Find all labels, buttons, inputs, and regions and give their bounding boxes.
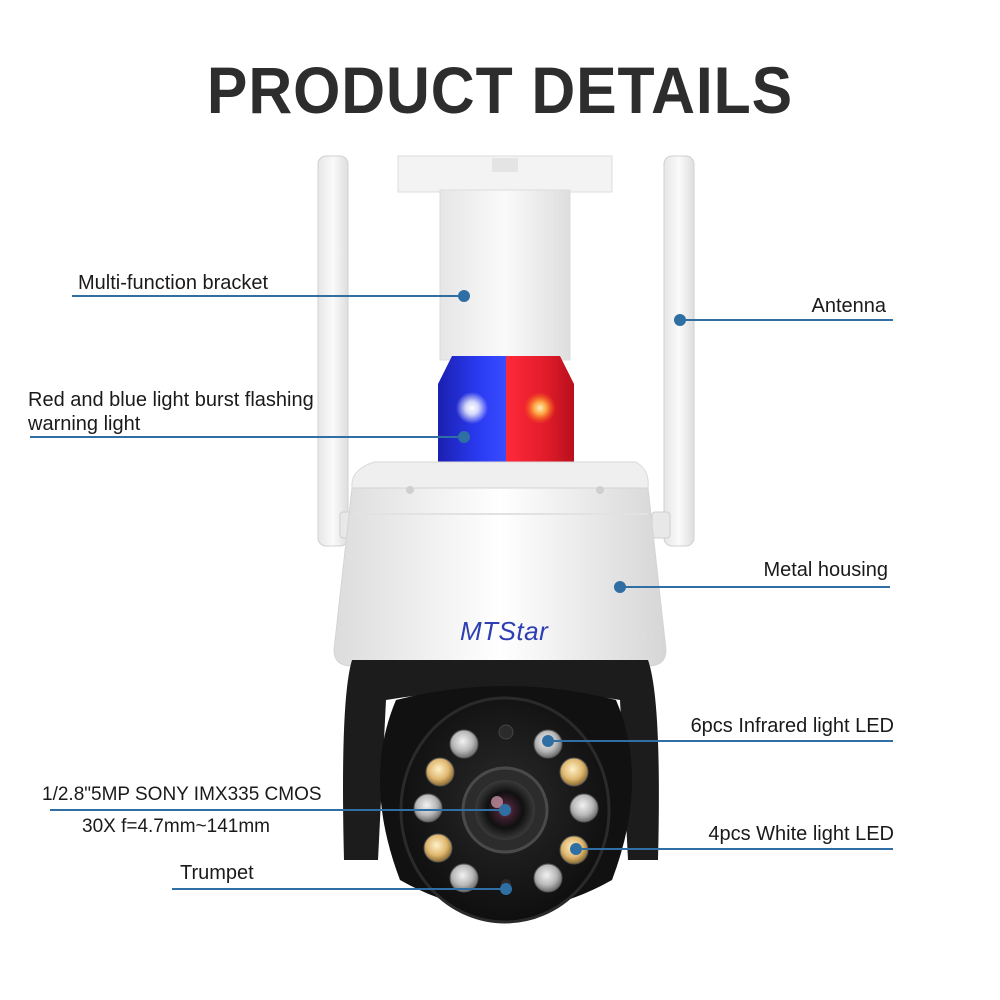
label-housing: Metal housing bbox=[763, 559, 888, 581]
white-led bbox=[425, 757, 455, 787]
upper-housing bbox=[333, 461, 667, 667]
leader-lines bbox=[30, 290, 893, 895]
ir-led bbox=[449, 729, 479, 759]
label-warning-line2: warning light bbox=[28, 413, 141, 435]
label-warning-line1: Red and blue light burst flashing bbox=[28, 389, 314, 411]
bracket bbox=[397, 155, 613, 361]
white-led bbox=[423, 833, 453, 863]
label-sensor-line1: 1/2.8"5MP SONY IMX335 CMOS bbox=[42, 784, 322, 805]
label-bracket: Multi-function bracket bbox=[78, 272, 269, 294]
label-antenna: Antenna bbox=[811, 295, 886, 317]
label-sensor-line2: 30X f=4.7mm~141mm bbox=[82, 816, 270, 837]
label-white-led: 4pcs White light LED bbox=[708, 823, 894, 845]
siren-light bbox=[438, 356, 574, 462]
antenna-right bbox=[651, 155, 695, 547]
sensor-dot bbox=[498, 724, 514, 740]
label-infrared: 6pcs Infrared light LED bbox=[690, 715, 894, 737]
ir-led bbox=[449, 863, 479, 893]
brand-logo: MTStar bbox=[460, 616, 549, 646]
ir-led bbox=[533, 863, 563, 893]
ir-led bbox=[569, 793, 599, 823]
page-title: PRODUCT DETAILS bbox=[206, 53, 794, 127]
led-ring bbox=[413, 724, 599, 893]
label-trumpet: Trumpet bbox=[180, 862, 254, 884]
ir-led bbox=[413, 793, 443, 823]
white-led bbox=[559, 757, 589, 787]
